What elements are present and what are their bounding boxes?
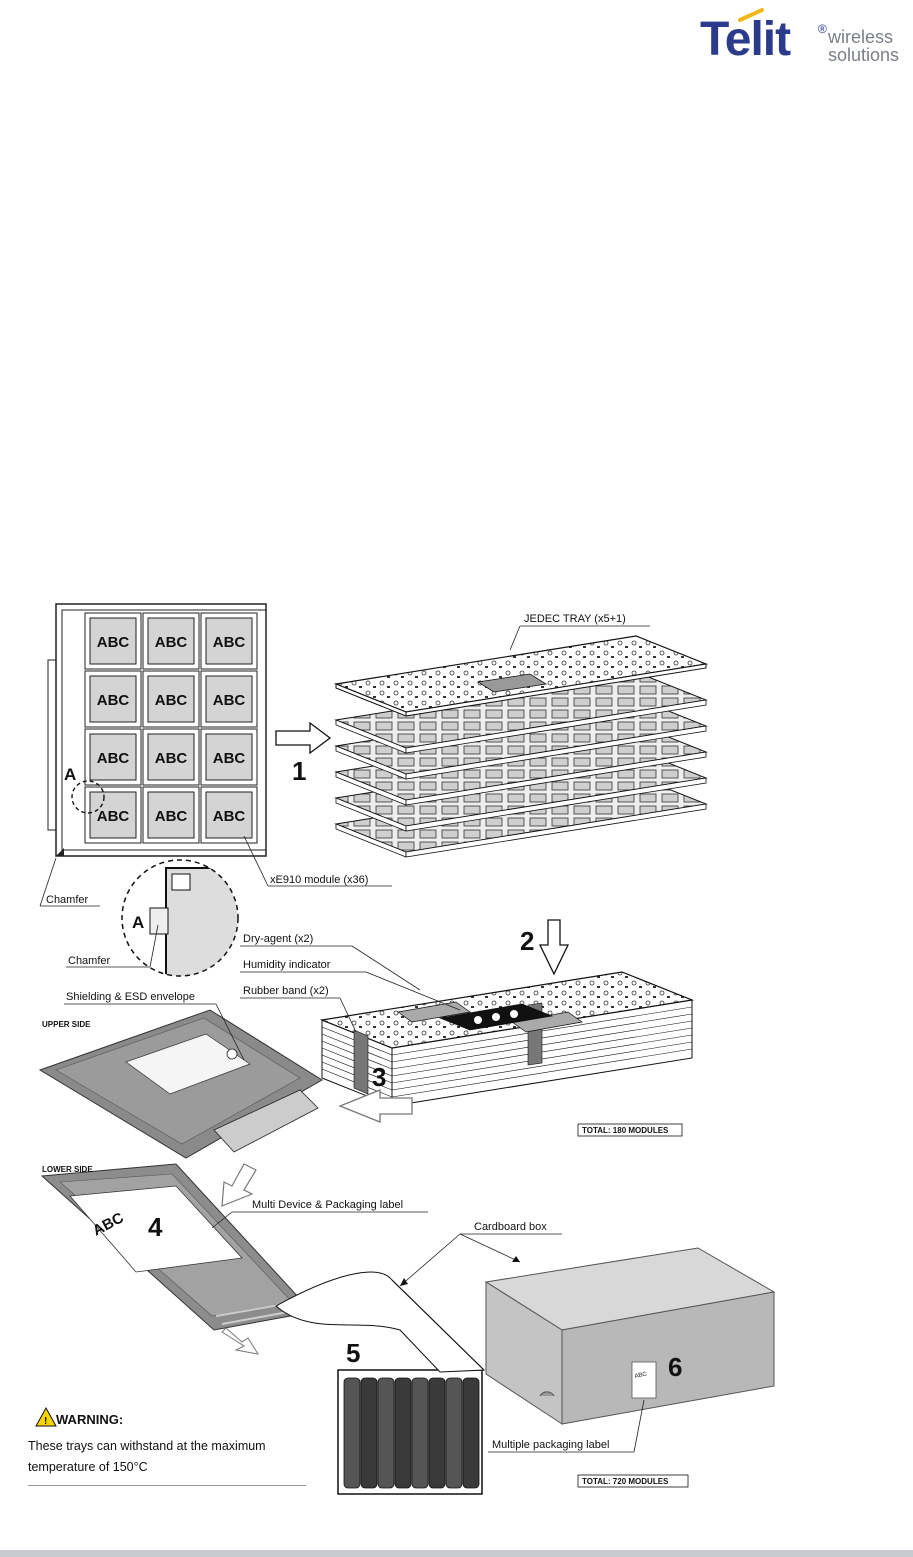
tray-cell-label: ABC [155, 750, 188, 767]
logo-brand: Telit [700, 13, 791, 66]
multiple-packaging-label: Multiple packaging label [492, 1439, 609, 1451]
total-720-box [577, 1474, 689, 1488]
warning-text: These trays can withstand at the maximum… [28, 1439, 266, 1474]
tray-cell: ABC [200, 728, 258, 786]
tray-cell-label: ABC [213, 808, 246, 825]
esd-envelope-lower: ABC [40, 1163, 313, 1331]
tray-cell-label: ABC [213, 634, 246, 651]
tray-cell-label: ABC [155, 692, 188, 709]
footer-bar [0, 1550, 913, 1557]
svg-text:!: ! [44, 1416, 47, 1427]
detail-a-marker [71, 780, 105, 814]
jedec-tray-stack [333, 635, 709, 858]
step-5-number: 5 [346, 1338, 360, 1368]
chamfer-label: Chamfer [46, 894, 89, 906]
tray-cell-label: ABC [97, 750, 130, 767]
warning-divider [28, 1485, 306, 1486]
detail-a-magnified-letter: A [132, 913, 144, 932]
to-box-arrow-icon [221, 1327, 260, 1355]
logo-tagline-line1: wireless [828, 27, 894, 47]
shielding-label: Shielding & ESD envelope [66, 991, 195, 1003]
tray-cell: ABC [142, 786, 200, 844]
detail-a-letter: A [64, 765, 76, 784]
jedec-tray-label: JEDEC TRAY (x5+1) [524, 613, 626, 625]
step-3-arrow-icon [338, 1089, 413, 1123]
tray-top-view: ABC ABC ABC ABC ABC ABC ABC ABC ABC ABC ABC ABC A [47, 603, 267, 857]
tray-cell: ABC [200, 670, 258, 728]
logo-swoosh-icon [738, 8, 764, 22]
tray-cell: ABC [200, 786, 258, 844]
telit-logo: Telit ® wireless solutions [700, 8, 910, 68]
cardboard-box-label: Cardboard box [474, 1221, 547, 1233]
tray-cell-label: ABC [97, 808, 130, 825]
tray-cell: ABC [142, 728, 200, 786]
esd-envelope-upper [38, 1009, 323, 1159]
tray-cell-label: ABC [155, 808, 188, 825]
step-2-arrow-icon [538, 919, 570, 976]
step-1-number: 1 [292, 756, 306, 786]
total-180-label: TOTAL: 180 MODULES [582, 1126, 669, 1135]
tray-cell: ABC [84, 612, 142, 670]
tray-cell-label: ABC [213, 692, 246, 709]
tray-cell: ABC [142, 670, 200, 728]
dry-agent-label: Dry-agent (x2) [243, 933, 313, 945]
detail-a-magnified: A [121, 859, 239, 977]
tray-cell: ABC [84, 786, 142, 844]
packed-envelope [445, 1377, 463, 1489]
warning-title: WARNING: [56, 1412, 124, 1427]
packed-envelope [411, 1377, 429, 1489]
step-3-number: 3 [372, 1062, 386, 1092]
closed-cardboard-box: ABC [484, 1247, 776, 1425]
tray-cell: ABC [142, 612, 200, 670]
humidity-indicator-label: Humidity indicator [243, 959, 331, 971]
tray-cell: ABC [200, 612, 258, 670]
tray-cell-label: ABC [97, 692, 130, 709]
step-4-number: 4 [148, 1212, 163, 1242]
down-arrow-icon [221, 1163, 257, 1207]
logo-tagline-line2: solutions [828, 45, 900, 65]
total-720-label: TOTAL: 720 MODULES [582, 1477, 669, 1486]
packed-envelope [462, 1377, 480, 1489]
step-2-number: 2 [520, 926, 534, 956]
box-label-text: ABC [634, 1371, 648, 1380]
total-180-box [577, 1123, 683, 1137]
packed-envelope [360, 1377, 378, 1489]
lower-side-label: LOWER SIDE [42, 1165, 93, 1174]
module-label: xE910 module (x36) [270, 874, 368, 886]
tray-cell-label: ABC [97, 634, 130, 651]
chamfer-detail-label: Chamfer [68, 955, 111, 967]
packed-envelope [377, 1377, 395, 1489]
packed-envelope [428, 1377, 446, 1489]
step-6-number: 6 [668, 1352, 682, 1382]
open-cardboard-box [275, 1271, 486, 1495]
packed-envelope [343, 1377, 361, 1489]
tray-cell: ABC [84, 728, 142, 786]
step-1-arrow-icon [275, 721, 332, 755]
rubber-band-label: Rubber band (x2) [243, 985, 329, 997]
upper-side-label: UPPER SIDE [42, 1020, 91, 1029]
logo-registered: ® [818, 22, 827, 36]
tray-cell: ABC [84, 670, 142, 728]
multi-device-label: Multi Device & Packaging label [252, 1199, 403, 1211]
bundled-tray-stack [319, 971, 695, 1107]
tray-cell-label: ABC [155, 634, 188, 651]
warning-icon: ! [35, 1406, 57, 1427]
logo-tagline: wireless solutions [828, 28, 899, 64]
tray-cell-label: ABC [213, 750, 246, 767]
packed-envelope [394, 1377, 412, 1489]
